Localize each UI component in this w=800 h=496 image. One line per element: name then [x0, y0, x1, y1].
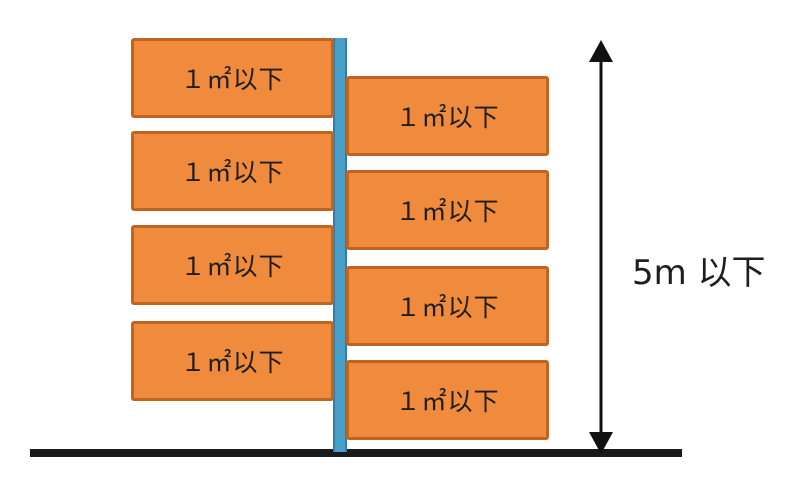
sign-panel-right-1: １㎡以下: [346, 76, 549, 156]
sign-panel-left-3: １㎡以下: [131, 225, 334, 305]
ground-line: [30, 449, 682, 457]
sign-panel-label: １㎡以下: [395, 197, 500, 226]
sign-panel-label: １㎡以下: [180, 158, 285, 187]
sign-pole: [333, 38, 347, 452]
sign-panel-label: １㎡以下: [395, 103, 500, 132]
sign-panel-right-4: １㎡以下: [346, 360, 549, 440]
sign-panel-label: １㎡以下: [395, 387, 500, 416]
height-arrow-icon: [589, 40, 613, 454]
sign-panel-label: １㎡以下: [180, 252, 285, 281]
sign-panel-right-2: １㎡以下: [346, 170, 549, 250]
sign-panel-left-2: １㎡以下: [131, 131, 334, 211]
sign-panel-left-1: １㎡以下: [131, 38, 334, 118]
sign-panel-label: １㎡以下: [395, 293, 500, 322]
height-limit-label: 5m 以下: [632, 253, 766, 293]
sign-panel-right-3: １㎡以下: [346, 266, 549, 346]
sign-panel-label: １㎡以下: [180, 348, 285, 377]
sign-panel-left-4: １㎡以下: [131, 321, 334, 401]
sign-panel-label: １㎡以下: [180, 65, 285, 94]
